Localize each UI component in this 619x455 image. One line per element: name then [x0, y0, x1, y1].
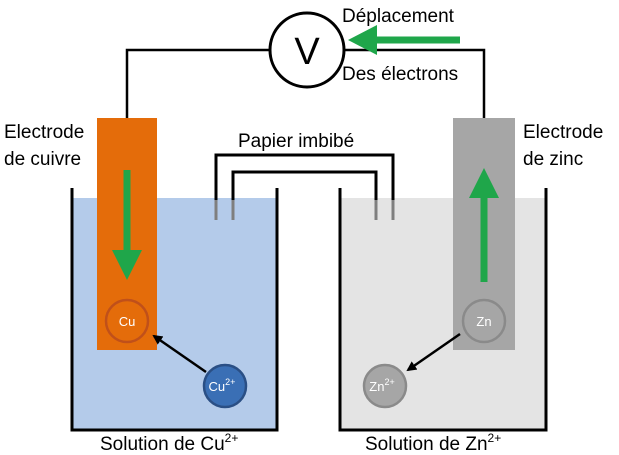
label-electrode-zinc-1: Electrode	[523, 122, 603, 143]
solution-cu-base: Solution de Cu	[100, 434, 225, 455]
label-solution-zn: Solution de Zn2+	[365, 431, 501, 455]
electron-arrow-zinc-up	[469, 168, 499, 282]
zn-ion-circle	[362, 363, 408, 409]
cu-ion-sup: 2+	[225, 377, 235, 387]
zn-ion-sup: 2+	[384, 377, 394, 387]
zn-electrode-to-ion-arrow	[406, 332, 461, 372]
solution-zn-base: Solution de Zn	[365, 434, 488, 455]
zn-ion-base: Zn	[369, 379, 384, 394]
electron-arrow-top	[348, 25, 460, 55]
label-electrode-zinc-2: de zinc	[523, 149, 583, 170]
voltmeter	[268, 11, 346, 89]
cu-atom-label: Cu	[119, 314, 136, 329]
label-papier-imbibe: Papier imbibé	[238, 131, 354, 152]
solution-zn-sup: 2+	[488, 431, 502, 445]
cu-ion-to-electrode-arrow	[152, 334, 207, 374]
voltmeter-symbol: V	[294, 31, 320, 73]
salt-bridge-ends-grey	[214, 200, 395, 220]
cu-ion-label: Cu2+	[209, 377, 236, 394]
label-solution-cu: Solution de Cu2+	[100, 431, 238, 455]
cu-ion-base: Cu	[209, 379, 226, 394]
cu-atom-circle	[104, 298, 150, 344]
salt-bridge	[214, 153, 395, 220]
cu-ion-circle	[202, 363, 248, 409]
solution-cu-sup: 2+	[225, 431, 239, 445]
label-deplacement: Déplacement	[342, 6, 455, 27]
zn-atom-label: Zn	[476, 314, 491, 329]
electron-arrow-copper-down	[112, 170, 142, 280]
wire-left	[125, 48, 270, 118]
label-electrode-cuivre-2: de cuivre	[4, 149, 81, 170]
label-electrode-cuivre-1: Electrode	[4, 122, 84, 143]
wire-right	[344, 48, 486, 118]
zinc-beaker	[338, 188, 548, 432]
zn-ion-label: Zn2+	[369, 377, 394, 394]
label-des-electrons: Des électrons	[342, 64, 458, 85]
copper-beaker	[70, 188, 279, 432]
zn-atom-circle	[461, 298, 507, 344]
